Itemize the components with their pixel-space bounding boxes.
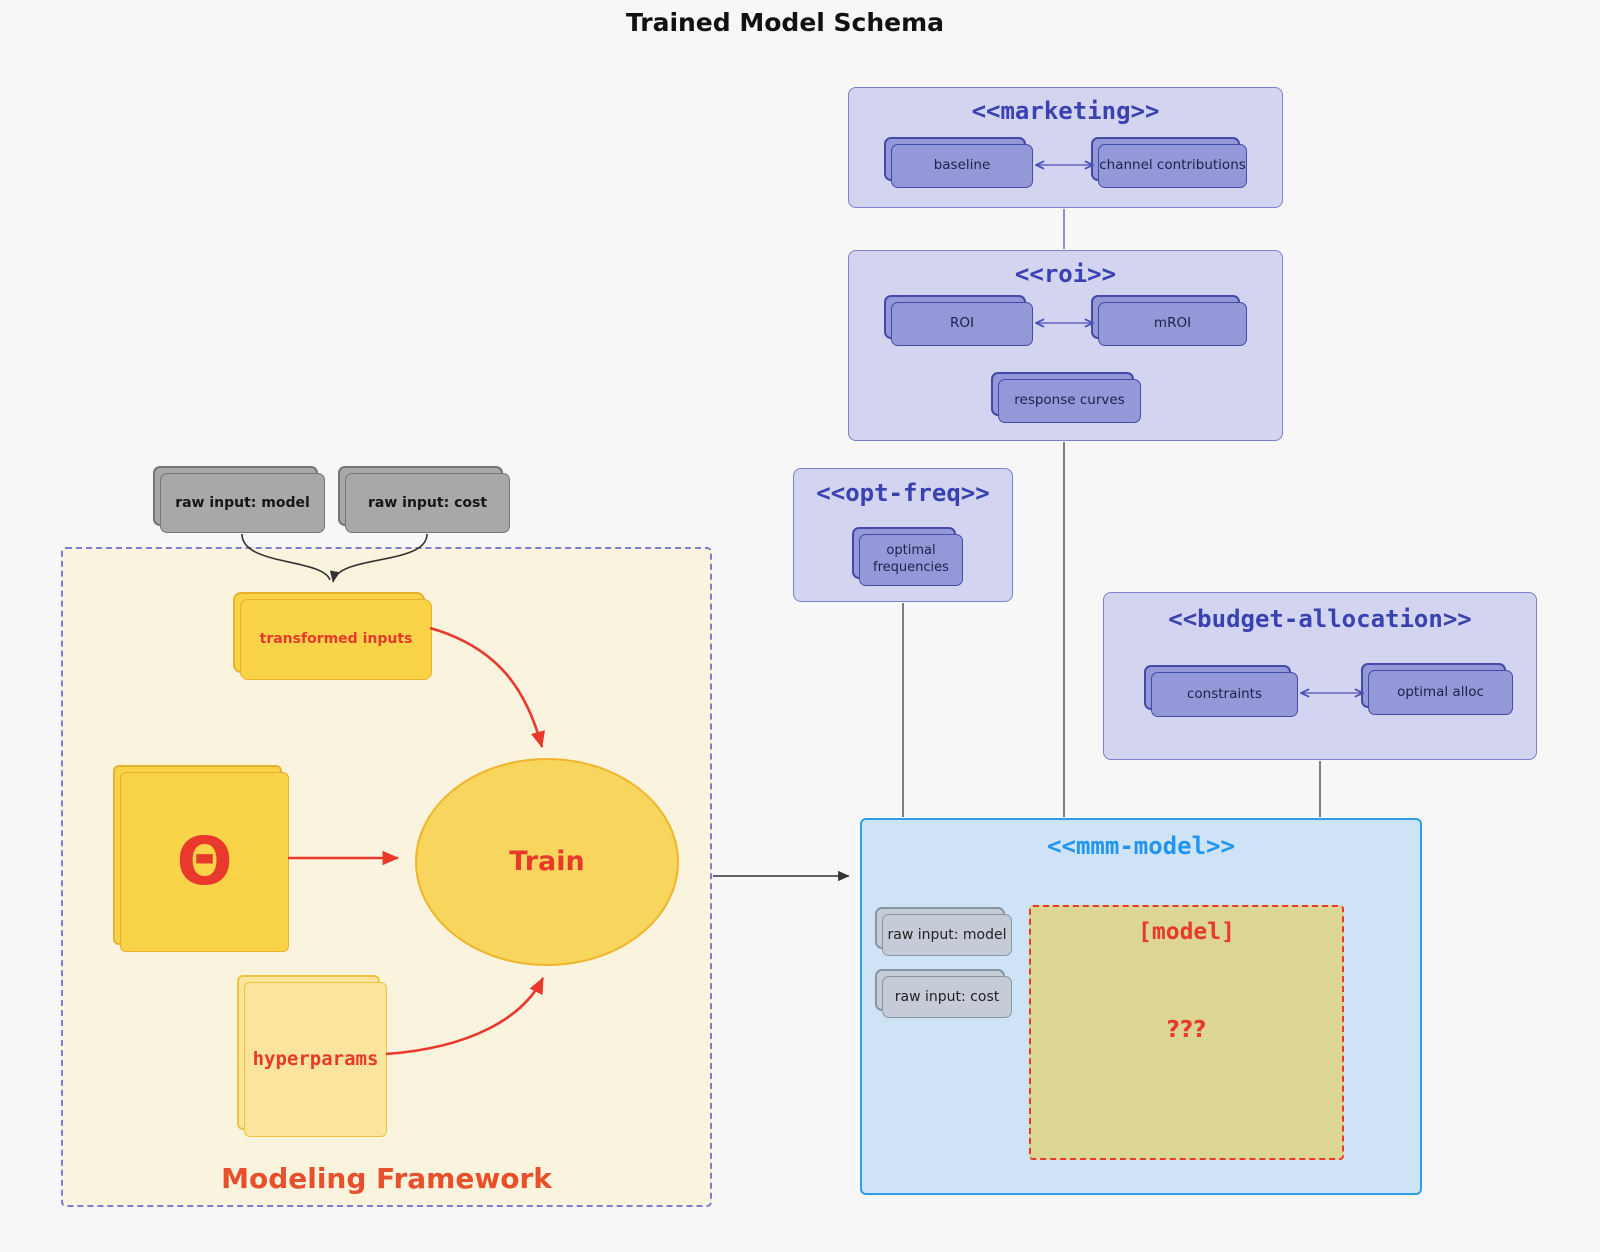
node-response-curves: response curves	[998, 379, 1141, 423]
node-mmm-raw-input-cost: raw input: cost	[882, 976, 1012, 1018]
node-constraints: constraints	[1151, 672, 1298, 717]
cluster-mmm-model: <<mmm-model>> raw input: model raw input…	[860, 818, 1422, 1195]
node-mroi: mROI	[1098, 302, 1247, 346]
cluster-modeling-framework: transformed inputs Θ Train hyperparams M…	[61, 547, 712, 1207]
node-optimal-frequencies: optimal frequencies	[859, 534, 963, 586]
cluster-roi-title: <<roi>>	[1014, 260, 1117, 288]
node-channel-contributions: channel contributions	[1098, 144, 1247, 188]
node-model-placeholder: [model] ???	[1029, 905, 1344, 1160]
model-placeholder-label: [model]	[1138, 919, 1235, 945]
node-raw-input-cost: raw input: cost	[345, 473, 510, 533]
node-train: Train	[415, 758, 679, 966]
node-roi: ROI	[891, 302, 1033, 346]
node-hyperparams: hyperparams	[244, 982, 387, 1137]
node-optimal-alloc: optimal alloc	[1368, 670, 1513, 715]
cluster-opt-freq-title: <<opt-freq>>	[816, 479, 990, 507]
cluster-marketing: <<marketing>> baseline channel contribut…	[848, 87, 1283, 208]
model-unknown-label: ???	[1166, 1017, 1207, 1043]
node-theta: Θ	[120, 772, 289, 952]
node-baseline: baseline	[891, 144, 1033, 188]
cluster-opt-freq: <<opt-freq>> optimal frequencies	[793, 468, 1013, 602]
cluster-roi: <<roi>> ROI mROI response curves	[848, 250, 1283, 441]
modeling-framework-label: Modeling Framework	[221, 1162, 552, 1195]
cluster-marketing-title: <<marketing>>	[971, 97, 1160, 125]
cluster-budget-allocation-title: <<budget-allocation>>	[1168, 605, 1472, 633]
page-title: Trained Model Schema	[625, 8, 945, 37]
node-transformed-inputs: transformed inputs	[240, 599, 432, 680]
node-mmm-raw-input-model: raw input: model	[882, 914, 1012, 956]
cluster-mmm-model-title: <<mmm-model>>	[1047, 832, 1235, 860]
cluster-budget-allocation: <<budget-allocation>> constraints optima…	[1103, 592, 1537, 760]
node-raw-input-model: raw input: model	[160, 473, 325, 533]
